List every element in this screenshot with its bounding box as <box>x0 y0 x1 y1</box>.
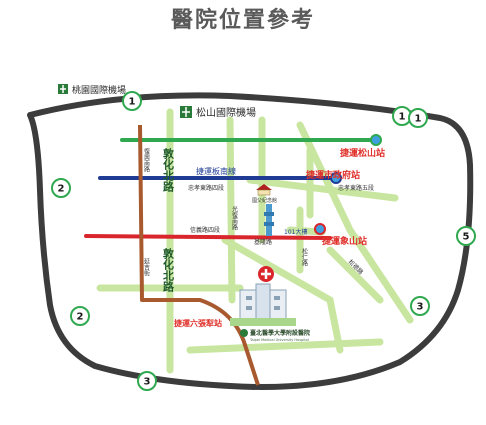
landmark-memorial-label: 國父紀念館 <box>252 197 277 204</box>
road-label-dunhua-north-top: 敦化北路 <box>162 147 175 193</box>
freeway-shield-number: 5 <box>463 232 470 243</box>
freeway-shield-number: 1 <box>129 97 136 108</box>
memorial-hall-icon <box>256 184 272 196</box>
station-label-songshan: 捷運松山站 <box>340 147 385 159</box>
freeway-shield-icon: 2 <box>70 306 90 326</box>
hospital-building-icon <box>230 283 296 326</box>
road-label-zhongxiao-5: 忠孝東路五段 <box>338 184 374 192</box>
station-label-city-hall: 捷運市政府站 <box>306 169 360 181</box>
hospital-name-en: Taipei Medical University Hospital <box>249 338 309 342</box>
freeway-shield-icon: 3 <box>410 296 430 316</box>
freeway-shield-number: 3 <box>144 377 151 388</box>
secondary-roads <box>96 108 414 374</box>
road-label-zhongxiao-4: 忠孝東路四段 <box>188 184 224 192</box>
freeway-shield-number: 3 <box>417 302 424 313</box>
hospital-logo-icon <box>240 329 248 337</box>
taipei-101-icon <box>264 204 274 236</box>
road-label-keelung: 基隆路 <box>254 238 272 246</box>
freeway-shield-icon: 1 <box>122 91 142 111</box>
road-label-songren: 松仁路 <box>301 247 308 267</box>
station-pin-xiangshan <box>314 223 326 235</box>
freeway-shield-icon: 2 <box>51 178 71 198</box>
freeway-shield-number: 2 <box>77 312 84 323</box>
road-label-yanji: 延吉街 <box>143 257 150 277</box>
freeway-shield-number: 1 <box>415 114 422 125</box>
hospital-marker-icon <box>258 266 274 282</box>
ring-road <box>27 92 474 390</box>
airport-taoyuan-label: 桃園國際機場 <box>72 84 126 96</box>
station-label-xiangshan: 捷運象山站 <box>322 235 367 247</box>
station-pin-songshan <box>370 134 382 146</box>
airplane-icon <box>58 84 68 94</box>
airplane-icon <box>180 106 192 118</box>
map-title: 醫院位置參考 <box>170 7 315 33</box>
freeway-shield-icon: 5 <box>456 226 476 246</box>
road-label-songshan-line: 捷運板南線 <box>196 166 236 176</box>
airport-songshan-label: 松山國際機場 <box>196 106 256 119</box>
freeway-shield-number: 2 <box>58 184 65 195</box>
brown-line <box>138 124 260 386</box>
freeway-shield-icon: 3 <box>137 371 157 391</box>
freeway-shield-icon: 1 <box>408 108 428 128</box>
station-pin-city-hall <box>330 172 342 184</box>
road-label-dunhua-north-bottom: 敦化北路 <box>162 247 175 293</box>
road-label-fuxing: 復興南路 <box>143 147 150 173</box>
hospital-name: 臺北醫學大學附設醫院 <box>250 329 310 337</box>
landmark-101-label: 101大樓 <box>284 228 307 236</box>
red-line <box>84 234 332 240</box>
road-label-guangfu: 光復南路 <box>231 205 238 231</box>
station-label-liuzhangli: 捷運六張犁站 <box>174 318 222 328</box>
road-label-xinyi-4: 信義路四段 <box>190 226 220 234</box>
freeway-shield-number: 1 <box>399 112 406 123</box>
